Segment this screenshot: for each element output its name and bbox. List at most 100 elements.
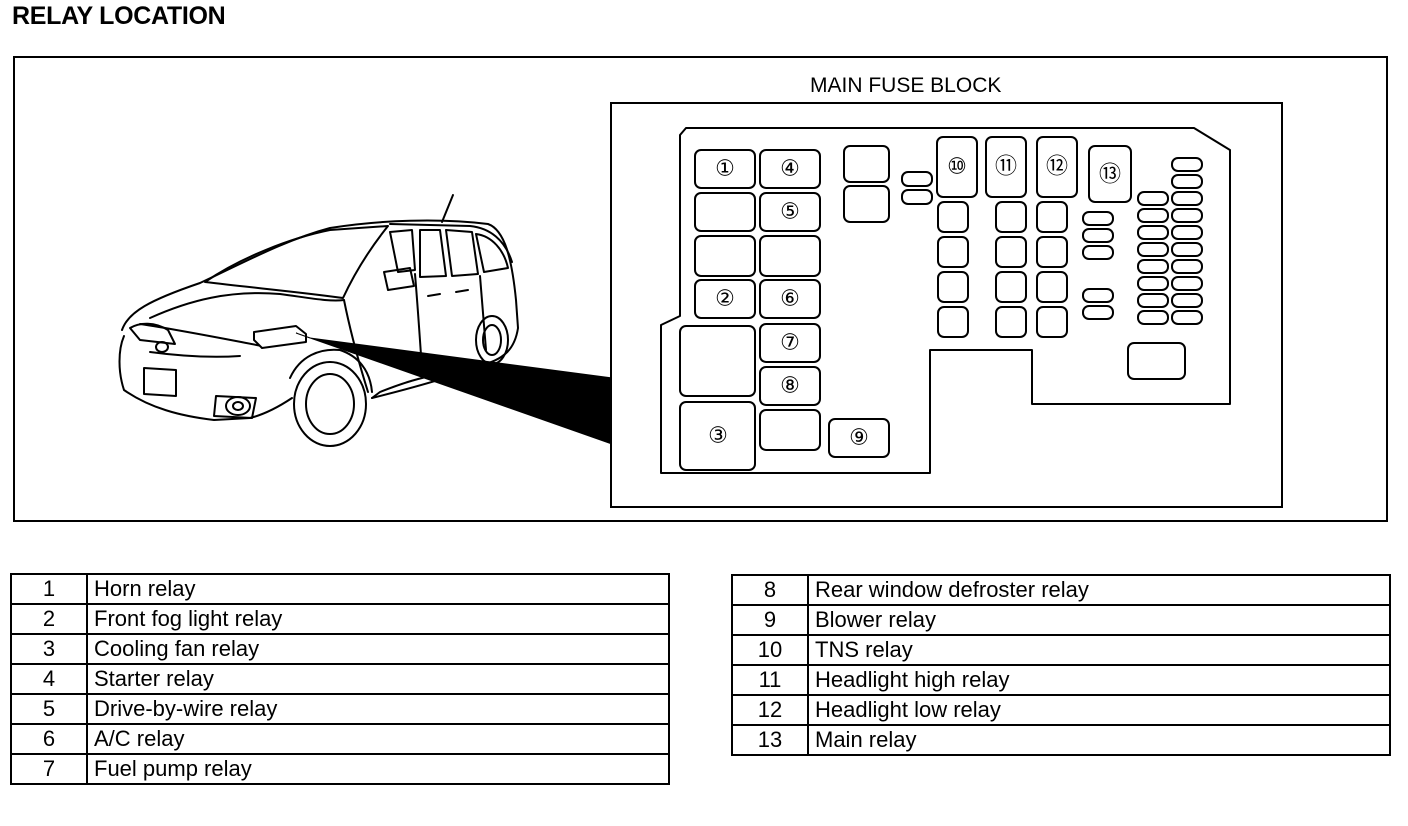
fuse: [1171, 242, 1203, 257]
fuse: [995, 306, 1027, 338]
relay-marker-12: ⑫: [1046, 155, 1068, 180]
relay-name: Headlight low relay: [807, 694, 1391, 726]
relay-number: 8: [731, 574, 809, 606]
page-title: RELAY LOCATION: [12, 2, 226, 30]
relay-name: Horn relay: [86, 573, 670, 605]
relay-box-6: [759, 279, 821, 319]
relay-box-10: [936, 136, 978, 198]
fuse: [1036, 271, 1068, 303]
relay-box-12: [1036, 136, 1078, 198]
fuse: [1082, 305, 1114, 320]
relay-marker-13: ⑬: [1099, 163, 1121, 188]
relay-marker-6: ⑥: [780, 287, 800, 312]
relay-name: Main relay: [807, 724, 1391, 756]
relay-name: Starter relay: [86, 663, 670, 695]
fuse: [1171, 225, 1203, 240]
relay-name: Drive-by-wire relay: [86, 693, 670, 725]
relay-name: Rear window defroster relay: [807, 574, 1391, 606]
relay-name: Fuel pump relay: [86, 753, 670, 785]
relay-marker-1: ①: [715, 157, 735, 182]
fuse-block-title: MAIN FUSE BLOCK: [810, 74, 1002, 97]
fuse: [1137, 259, 1169, 274]
relay-name: A/C relay: [86, 723, 670, 755]
relay-box-5: [759, 192, 821, 232]
relay-box-2: [694, 279, 756, 319]
relay-box-4: [759, 149, 821, 189]
relay-box-blank-d: [679, 325, 756, 397]
fuse: [1137, 242, 1169, 257]
relay-marker-8: ⑧: [780, 374, 800, 399]
fuse: [901, 171, 933, 187]
relay-box-blank-a: [694, 192, 756, 232]
relay-box-13: [1088, 145, 1132, 203]
fuses: [901, 157, 1203, 338]
fuse: [995, 271, 1027, 303]
relay-boxes: [679, 136, 1186, 471]
callout-leader: [295, 332, 613, 445]
vehicle-illustration: [118, 194, 519, 447]
fuse: [1082, 288, 1114, 303]
fuse: [1036, 201, 1068, 233]
relay-name: Front fog light relay: [86, 603, 670, 635]
relay-marker-5: ⑤: [780, 200, 800, 225]
fuse: [1082, 211, 1114, 226]
relay-number: 6: [10, 723, 88, 755]
relay-number: 11: [731, 664, 809, 696]
relay-box-9: [828, 418, 890, 458]
fuse: [1171, 208, 1203, 223]
fuse: [1036, 236, 1068, 268]
relay-number: 9: [731, 604, 809, 636]
fuse-block-outline: [660, 127, 1231, 474]
relay-number: 12: [731, 694, 809, 726]
relay-number: 2: [10, 603, 88, 635]
relay-box-7: [759, 323, 821, 363]
fuse: [995, 236, 1027, 268]
fuse: [1137, 191, 1169, 206]
fuse: [901, 189, 933, 205]
fuse: [1082, 245, 1114, 260]
fuse: [1036, 306, 1068, 338]
fuse: [1171, 310, 1203, 325]
relay-marker-2: ②: [715, 287, 735, 312]
relay-name: Blower relay: [807, 604, 1391, 636]
fuse: [937, 306, 969, 338]
fuse: [995, 201, 1027, 233]
relay-name: Cooling fan relay: [86, 633, 670, 665]
relay-box-blank-h: [1127, 342, 1186, 380]
relay-marker-9: ⑨: [849, 426, 869, 451]
fuse: [1082, 228, 1114, 243]
relay-number: 7: [10, 753, 88, 785]
relay-box-blank-e: [759, 409, 821, 451]
relay-number: 13: [731, 724, 809, 756]
relay-number: 5: [10, 693, 88, 725]
relay-number: 3: [10, 633, 88, 665]
relay-box-blank-g: [843, 185, 890, 223]
relay-name: Headlight high relay: [807, 664, 1391, 696]
relay-location-diagram: ① ② ③ ④ ⑤ ⑥ ⑦ ⑧ ⑨ ⑩ ⑪ ⑫ ⑬: [118, 102, 1283, 508]
relay-number: 1: [10, 573, 88, 605]
figure-frame: [13, 56, 1388, 522]
relay-box-blank-f: [843, 145, 890, 183]
fuse: [1171, 174, 1203, 189]
fuse: [937, 271, 969, 303]
fuse: [1137, 293, 1169, 308]
fuse: [937, 201, 969, 233]
relay-box-8: [759, 366, 821, 406]
fuse: [1137, 225, 1169, 240]
fuse: [937, 236, 969, 268]
relay-box-3: [679, 401, 756, 471]
